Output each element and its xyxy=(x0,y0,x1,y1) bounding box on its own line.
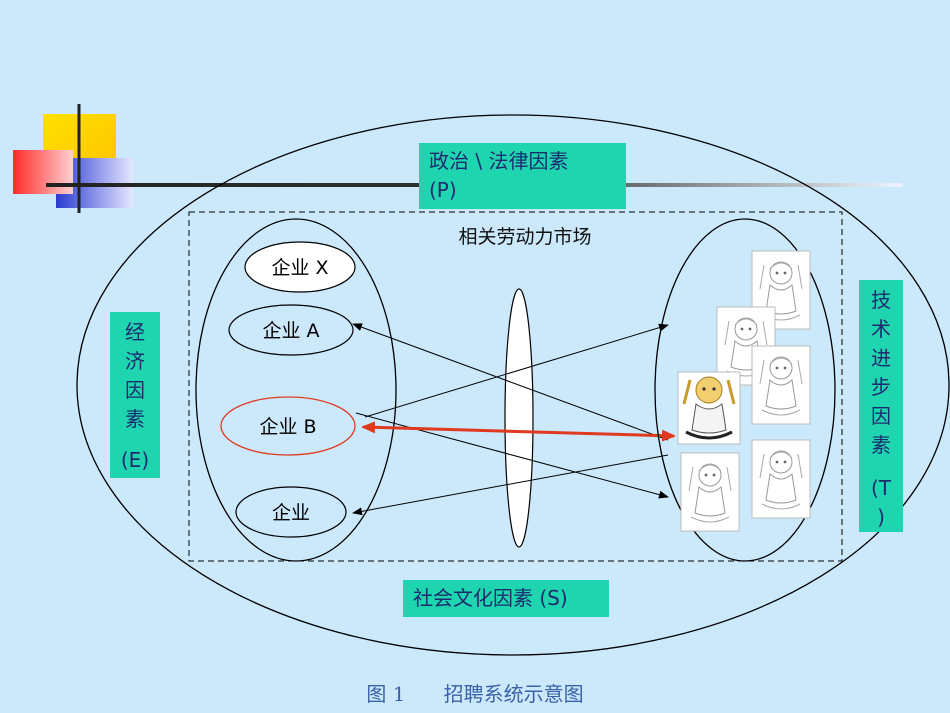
company-oval xyxy=(235,486,347,538)
technology-factor-char: 因 xyxy=(871,404,891,428)
technology-factor-char: 步 xyxy=(871,375,891,399)
company-x-oval xyxy=(244,241,356,293)
figure-caption: 图 1 招聘系统示意图 xyxy=(366,682,584,706)
candidate-figure xyxy=(751,439,811,519)
political-legal-factor-label: 政治 \ 法律因素 xyxy=(429,149,569,173)
arrow-candidates-to-company-a xyxy=(352,323,669,441)
candidates-group-ellipse xyxy=(654,218,836,562)
economic-factor-box: 经 济 因 素 (E) xyxy=(110,312,160,478)
matching-lens xyxy=(504,288,534,548)
labor-market-title: 相关劳动力市场 xyxy=(458,226,591,248)
technology-factor-char: 技 xyxy=(871,288,891,312)
economic-factor-code: (E) xyxy=(120,448,150,472)
social-cultural-factor-box: 社会文化因素 (S) xyxy=(403,580,609,617)
candidate-figure xyxy=(751,345,811,425)
political-legal-factor-box: 政治 \ 法律因素 (P) xyxy=(419,143,626,209)
companies-group-ellipse xyxy=(195,218,397,562)
red-block xyxy=(13,150,73,194)
technology-factor-box: 技 术 进 步 因 素 (T ) xyxy=(859,280,903,532)
match-arrow-company-b xyxy=(361,421,676,442)
technology-factor-char: 术 xyxy=(871,317,891,341)
technology-factor-code-close: ) xyxy=(877,505,885,529)
candidate-figures xyxy=(677,250,811,532)
technology-factor-code: (T xyxy=(870,476,892,500)
economic-factor-char: 因 xyxy=(125,378,145,402)
technology-factor-char: 素 xyxy=(871,433,891,457)
arrow-company-b-to-candidate-pool xyxy=(364,323,669,418)
selected-candidate-figure xyxy=(677,371,741,445)
company-label: 企业 xyxy=(272,502,310,524)
company-b-label: 企业 B xyxy=(259,416,316,438)
economic-factor-char: 经 xyxy=(125,320,145,344)
economic-factor-char: 济 xyxy=(125,349,145,373)
company-x-label: 企业 X xyxy=(271,257,328,279)
political-legal-factor-code: (P) xyxy=(429,178,457,202)
candidate-figure xyxy=(680,452,740,532)
arrow-candidates-to-company xyxy=(352,454,669,516)
company-b-oval xyxy=(220,396,356,456)
social-cultural-factor-label: 社会文化因素 (S) xyxy=(413,586,568,610)
environment-ellipse xyxy=(76,114,950,656)
technology-factor-char: 进 xyxy=(871,346,891,370)
economic-factor-char: 素 xyxy=(125,407,145,431)
company-a-label: 企业 A xyxy=(262,320,319,342)
